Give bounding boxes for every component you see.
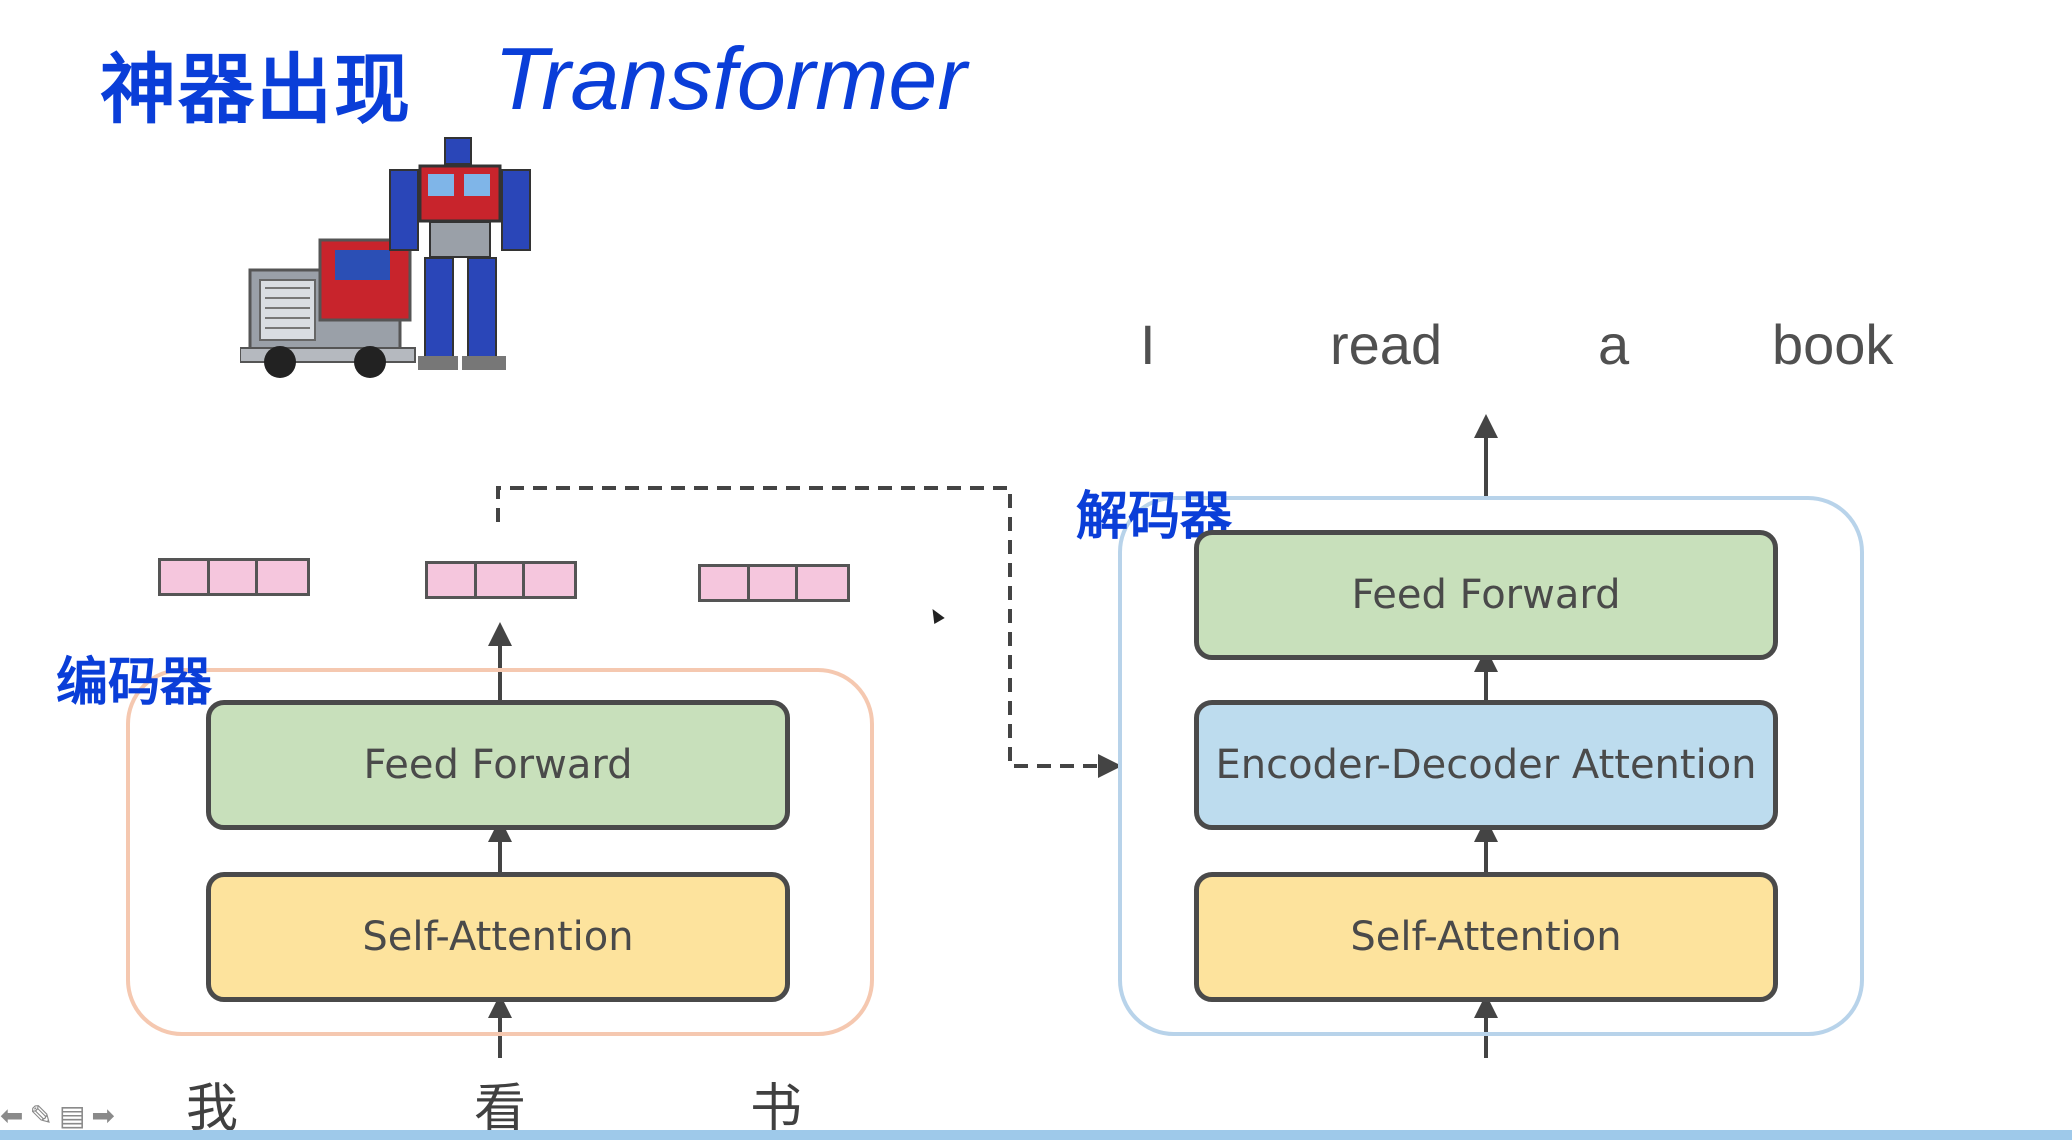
output-word-3: a <box>1598 313 1630 376</box>
output-word-2: read <box>1330 313 1443 376</box>
decoder-container <box>1118 496 1864 1036</box>
input-word-1: 我 <box>186 1079 239 1139</box>
arrow-left-icon[interactable]: ⬅ <box>0 1098 24 1132</box>
encoder-feed-forward-block: Feed Forward <box>206 700 790 830</box>
output-word-4: book <box>1772 313 1894 376</box>
encoder-output-vector-1 <box>158 558 310 596</box>
output-word-1: I <box>1140 313 1156 376</box>
encoder-container <box>126 668 874 1036</box>
pen-icon[interactable]: ✎ <box>29 1098 53 1132</box>
decoder-self-attention-block: Self-Attention <box>1194 872 1778 1002</box>
screen-icon[interactable]: ▤ <box>58 1098 86 1132</box>
decoder-encoder-decoder-attention-block: Encoder-Decoder Attention <box>1194 700 1778 830</box>
input-word-2: 看 <box>474 1079 527 1139</box>
slideshow-controls[interactable]: ⬅ ✎ ▤ ➡ <box>0 1098 115 1132</box>
bottom-bar <box>0 1130 2072 1140</box>
encoder-label: 编码器 <box>56 653 213 713</box>
encoder-self-attention-block: Self-Attention <box>206 872 790 1002</box>
encoder-output-vector-3 <box>698 564 850 602</box>
input-word-3: 书 <box>750 1079 803 1139</box>
transformer-robot-image <box>240 137 531 378</box>
decoder-feed-forward-block: Feed Forward <box>1194 530 1778 660</box>
title-chinese: 神器出现 <box>100 45 412 134</box>
encoder-decoder-dashed-link <box>496 486 1122 778</box>
encoder-output-vector-2 <box>425 561 577 599</box>
arrow-right-icon[interactable]: ➡ <box>91 1098 115 1132</box>
title-english: Transformer <box>494 29 967 128</box>
